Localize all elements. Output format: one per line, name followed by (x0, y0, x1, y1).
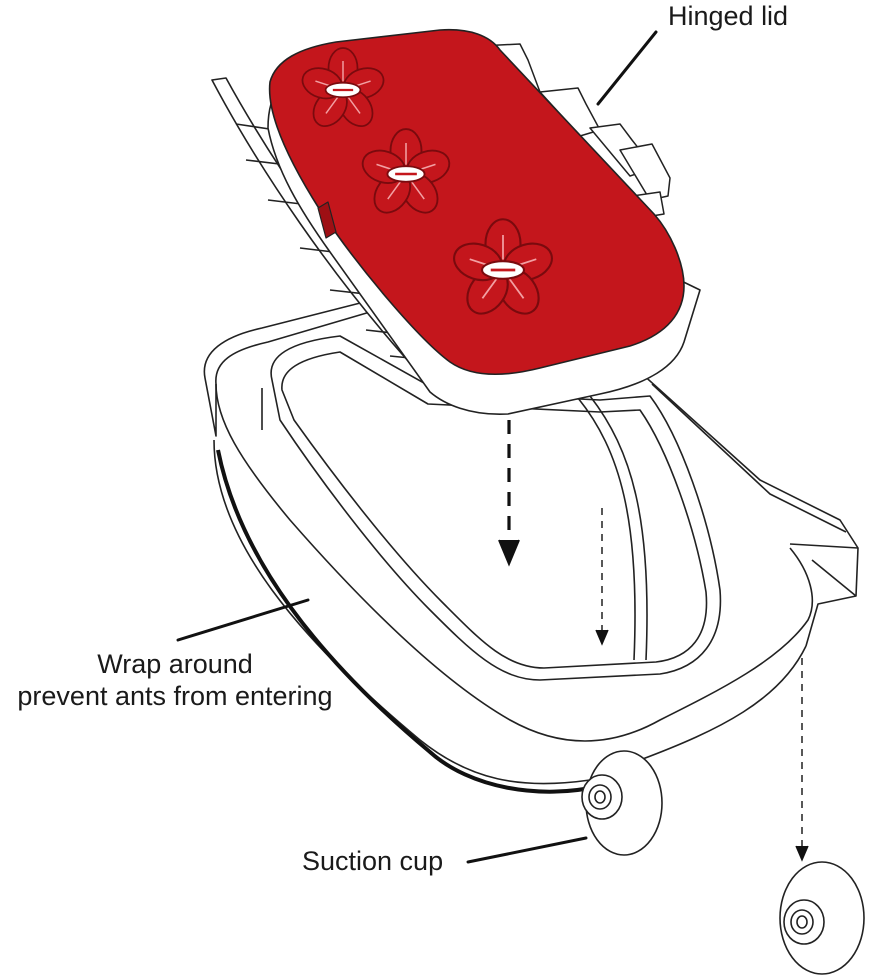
wrap-around-label: Wrap around prevent ants from entering (4, 648, 346, 712)
placement-arrows (498, 420, 809, 862)
lid-drop-arrow (498, 420, 520, 567)
tray-drop-arrow (595, 508, 609, 646)
suction-cup-leader (466, 836, 588, 864)
suction-cup-detached (779, 861, 865, 975)
hinged-lid-label: Hinged lid (668, 1, 789, 31)
wrap-around-label-line1: Wrap around (97, 649, 253, 679)
suction-cup-attached (581, 750, 663, 856)
suction-cup-drop-arrow (795, 658, 809, 862)
tray-base (203, 299, 859, 794)
hinged-lid (267, 28, 701, 415)
leader-lines (176, 30, 658, 864)
wrap-around-leader (176, 598, 310, 642)
suction-cup-label: Suction cup (302, 846, 444, 876)
wrap-around-label-line2: prevent ants from entering (17, 681, 333, 711)
hinged-lid-leader (596, 30, 658, 106)
